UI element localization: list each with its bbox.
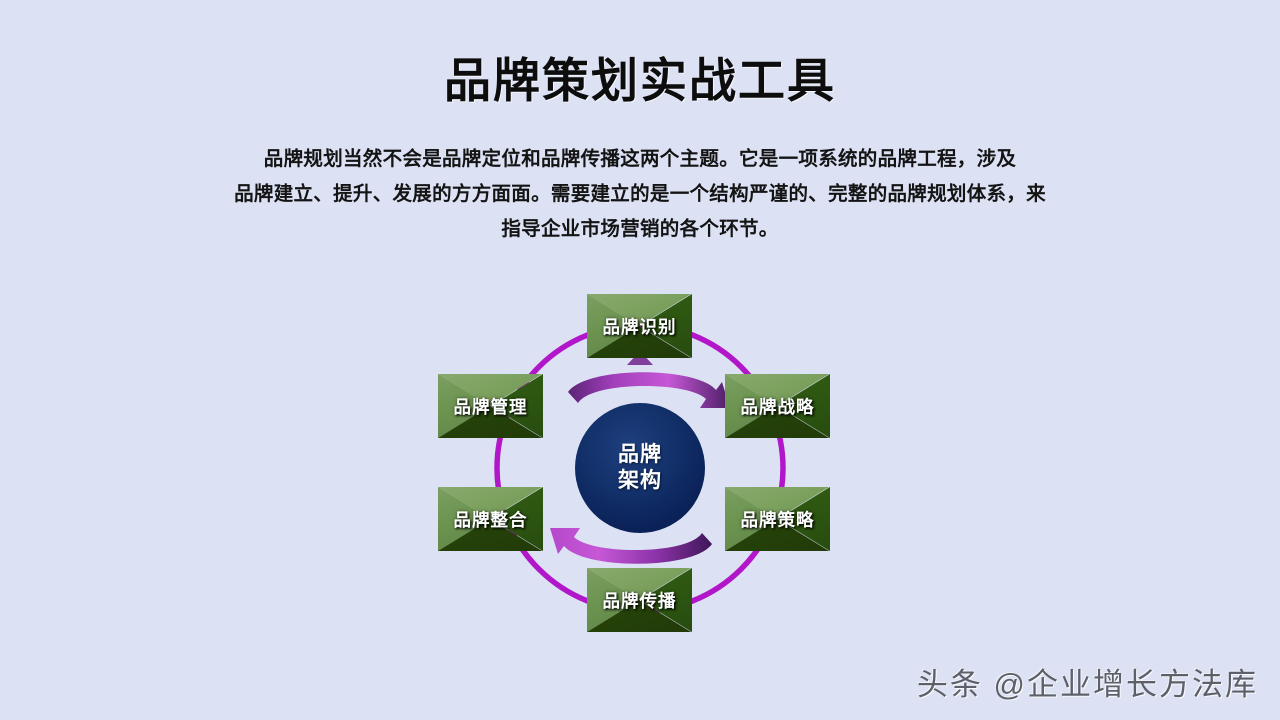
node-label: 品牌传播 xyxy=(602,590,677,611)
body-line-1: 品牌规划当然不会是品牌定位和品牌传播这两个主题。它是一项系统的品牌工程，涉及 xyxy=(263,148,1017,170)
watermark: 头条 @企业增长方法库 xyxy=(916,667,1258,702)
brand-architecture-cycle-diagram: 品牌识别 品牌战略 品牌策略 品牌传播 品牌整合 品牌管理 xyxy=(400,286,880,650)
node-bevel-shape xyxy=(438,374,543,438)
node-brand-management[interactable]: 品牌管理 xyxy=(438,374,543,438)
node-brand-strategy[interactable]: 品牌战略 xyxy=(725,374,830,438)
node-label: 品牌策略 xyxy=(740,509,815,530)
node-brand-identity[interactable]: 品牌识别 xyxy=(587,294,692,358)
node-bevel-shape xyxy=(587,568,692,632)
node-label: 品牌整合 xyxy=(453,509,528,530)
body-line-2: 品牌建立、提升、发展的方方面面。需要建立的是一个结构严谨的、完整的品牌规划体系，… xyxy=(234,183,1046,205)
node-brand-communication[interactable]: 品牌传播 xyxy=(587,568,692,632)
node-bevel-shape xyxy=(725,487,830,551)
node-brand-integration[interactable]: 品牌整合 xyxy=(438,487,543,551)
node-label: 品牌识别 xyxy=(602,316,677,337)
center-hub[interactable]: 品牌 架构 xyxy=(575,403,705,533)
up-triangle-marker xyxy=(627,351,653,365)
node-label: 品牌战略 xyxy=(740,396,815,417)
node-brand-tactics[interactable]: 品牌策略 xyxy=(725,487,830,551)
node-bevel-shape xyxy=(438,487,543,551)
page-title: 品牌策划实战工具 xyxy=(444,56,836,108)
body-line-3: 指导企业市场营销的各个环节。 xyxy=(501,218,779,240)
body-paragraph: 品牌规划当然不会是品牌定位和品牌传播这两个主题。它是一项系统的品牌工程，涉及 品… xyxy=(128,142,1152,247)
node-bevel-shape xyxy=(725,374,830,438)
center-hub-line-1: 品牌 xyxy=(618,443,662,466)
arc-arrow-bottom xyxy=(550,528,712,564)
center-hub-line-2: 架构 xyxy=(618,469,662,492)
node-label: 品牌管理 xyxy=(453,396,528,417)
rotation-arrows xyxy=(550,351,730,564)
node-bevel-shape xyxy=(587,294,692,358)
arc-arrow-top xyxy=(568,372,730,408)
